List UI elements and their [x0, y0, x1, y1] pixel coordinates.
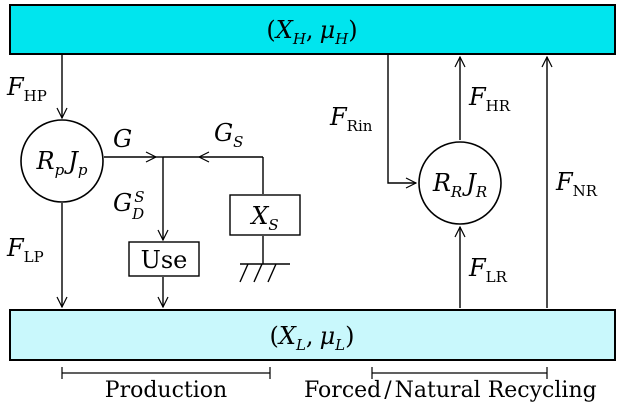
- flow-gs-label: GS: [214, 119, 243, 151]
- high-reservoir: [9, 4, 616, 55]
- flow-nr-label: FNR: [555, 168, 598, 200]
- flow-rin-arrow: [387, 55, 416, 183]
- use-label: Use: [141, 246, 188, 274]
- natural-recycling-caption: Natural Recycling: [395, 378, 597, 403]
- production-bracket: [61, 367, 271, 379]
- use-box: [128, 241, 200, 277]
- high-reservoir-label: (XH,μH): [266, 16, 357, 48]
- low-reservoir: [9, 309, 616, 361]
- forced-caption: Forced: [304, 378, 381, 403]
- recycling-bracket: [371, 367, 548, 379]
- flow-rin-label: FRin: [329, 103, 373, 135]
- storage-box: [229, 194, 301, 236]
- producer-node: [20, 119, 104, 203]
- slash-caption: /: [384, 378, 392, 403]
- recycling-caption: Forced/Natural Recycling: [304, 378, 597, 403]
- recycler-node: [418, 141, 502, 225]
- ground-icon: [239, 263, 290, 283]
- flow-g-label: G: [113, 125, 132, 153]
- flow-hp-label: FHP: [6, 73, 47, 105]
- flow-lr-label: FLR: [468, 254, 508, 286]
- flow-lp-label: FLP: [6, 234, 44, 266]
- production-caption: Production: [105, 378, 227, 403]
- flow-gd-label: GDS: [113, 188, 144, 223]
- flow-hr-label: FHR: [468, 83, 511, 115]
- low-reservoir-label: (XL,μL): [269, 322, 354, 354]
- storage-label: XS: [249, 202, 278, 234]
